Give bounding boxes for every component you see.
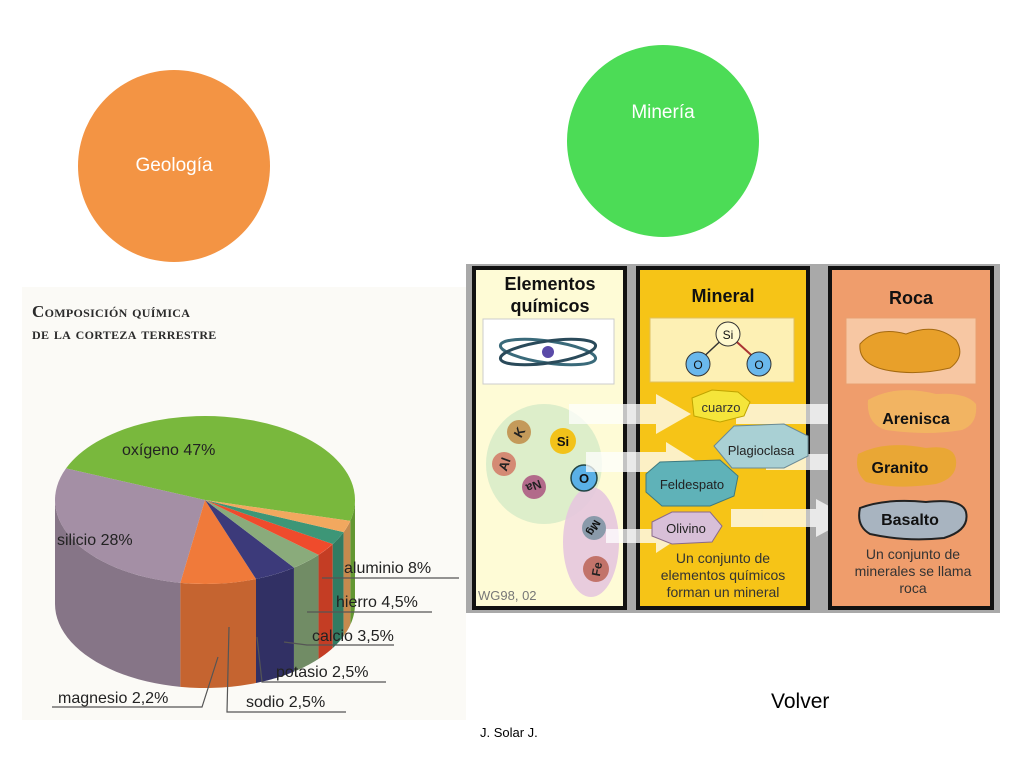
leader-potasio (256, 636, 386, 683)
label-calcio: calcio 3,5% (312, 628, 394, 645)
basalto-label: Basalto (881, 512, 939, 529)
feldespato-label: Feldespato (660, 477, 724, 492)
label-aluminio: aluminio 8% (344, 560, 431, 577)
plagioclasa-label: Plagioclasa (728, 443, 795, 458)
element-si-label: Si (557, 434, 569, 449)
atom-icon (498, 337, 598, 367)
roca-caption1: Un conjunto de (866, 546, 960, 562)
geologia-label: Geología (135, 155, 213, 176)
element-na-label: Na (524, 477, 544, 496)
element-mg (582, 516, 606, 540)
col-mineral-title: Mineral (691, 286, 754, 306)
label-oxigeno: oxígeno 47% (122, 442, 215, 459)
pie-slice-silicio (54, 468, 205, 583)
label-sodio: sodio 2,5% (246, 694, 325, 711)
leader-sodio (226, 626, 346, 713)
roca-caption2: minerales se llama (855, 563, 972, 579)
mol-o2-label: O (754, 358, 763, 372)
pie-slice-oxígeno (66, 415, 356, 521)
element-o-label: O (579, 471, 589, 486)
mol-si-label: Si (723, 328, 734, 342)
feldespato-shape (645, 459, 739, 507)
col-roca-title: Roca (889, 288, 934, 308)
element-na (522, 475, 546, 499)
pie-slice-calcio (205, 500, 319, 568)
geologia-bubble[interactable]: Geología (78, 70, 270, 262)
col-elements-title1: Elementos (504, 274, 595, 294)
mineria-label: Minería (631, 102, 695, 123)
col-elements-title2: químicos (510, 296, 589, 316)
cuarzo-label: cuarzo (701, 400, 740, 415)
mol-o1-label: O (693, 358, 702, 372)
pie-sides (55, 500, 355, 688)
element-k (507, 420, 531, 444)
arenisca-shape (867, 390, 977, 433)
basalto-shape (858, 499, 968, 541)
leader-calcio (283, 641, 394, 646)
olivino-shape (651, 511, 723, 545)
pie-slice-magnesio (205, 500, 351, 533)
pie-chart: oxígeno 47% silicio 28% aluminio 8% hier… (52, 415, 459, 713)
rock-icon (859, 328, 961, 374)
pie-side-aluminio (180, 578, 257, 688)
pie-side-oxígeno (350, 500, 355, 625)
crust-composition-figure: Composición química de la corteza terres… (22, 287, 466, 720)
mineral-caption3: forman un mineral (667, 584, 780, 600)
mineria-bubble[interactable]: Minería (567, 45, 759, 237)
element-al-label: Al (495, 455, 514, 472)
pie-side-calcio (293, 554, 319, 672)
pie-slice-aluminio (180, 500, 257, 584)
pie-slice-sodio (205, 500, 344, 545)
mineral-caption2: elementos químicos (661, 567, 786, 583)
cuarzo-shape (691, 389, 751, 423)
element-si (550, 428, 576, 454)
label-hierro: hierro 4,5% (336, 594, 418, 611)
olivino-label: Olivino (666, 521, 706, 536)
label-magnesio: magnesio 2,2% (58, 690, 168, 707)
pie-side-potasio (318, 544, 333, 659)
element-al (492, 452, 516, 476)
volver-link[interactable]: Volver (771, 690, 830, 713)
pie-title: Composición química de la corteza terres… (32, 301, 217, 345)
author-credit: J. Solar J. (480, 725, 538, 740)
pie-side-hierro (256, 567, 294, 683)
diagram-svg: Elementos químicos Al K Si Na O Mg Fe WG… (472, 266, 994, 610)
label-potasio: potasio 2,5% (276, 664, 369, 681)
pie-title-line1: Composición química (32, 302, 191, 321)
pie-title-line2: de la corteza terrestre (32, 324, 217, 343)
elements-minerals-rocks-diagram: Elementos químicos Al K Si Na O Mg Fe WG… (466, 264, 1000, 613)
pie-slice-potasio (205, 500, 333, 555)
pie-side-sodio (332, 532, 344, 649)
roca-caption3: roca (899, 580, 926, 596)
granito-shape (857, 445, 957, 487)
element-fe-label: Fe (589, 561, 605, 578)
credit-label: WG98, 02 (478, 588, 537, 603)
pie-slice-hierro (205, 500, 294, 579)
molecule-icon (685, 321, 772, 377)
label-silicio: silicio 28% (57, 532, 133, 549)
pie-side-silicio (55, 500, 181, 687)
arenisca-label: Arenisca (882, 411, 950, 428)
pie-leader-lines (52, 577, 459, 713)
granito-label: Granito (872, 460, 929, 477)
element-fe (583, 556, 609, 582)
pie-top (54, 415, 356, 584)
leader-magnesio (52, 656, 219, 708)
plagioclasa-shape (713, 423, 809, 469)
mineral-caption1: Un conjunto de (676, 550, 770, 566)
